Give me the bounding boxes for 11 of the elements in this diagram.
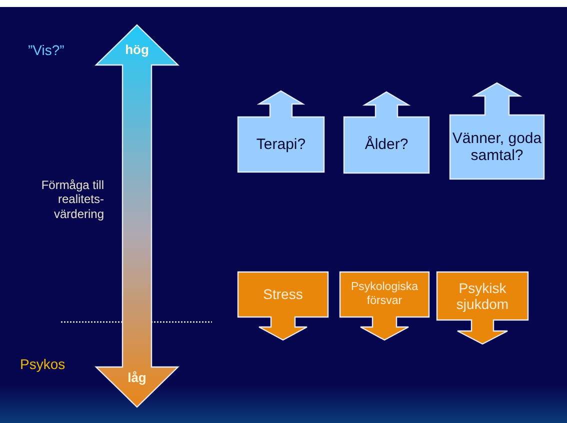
callout-text: Psykisk sjukdom	[455, 280, 510, 312]
top-note: ”Vis?”	[28, 42, 66, 59]
callout-text: Psykologiska försvar	[350, 281, 420, 308]
scale-label: låg	[126, 371, 148, 386]
bottom-note: Psykos	[20, 356, 66, 373]
callout-text: Stress	[262, 286, 304, 303]
scale-label: hög	[124, 43, 150, 58]
callout-text: Vänner, goda samtal?	[452, 130, 542, 164]
callout-text: Ålder?	[364, 136, 410, 154]
callout-text: Terapi?	[255, 136, 307, 154]
axis-title: Förmåga till realitets- värdering	[40, 178, 104, 222]
